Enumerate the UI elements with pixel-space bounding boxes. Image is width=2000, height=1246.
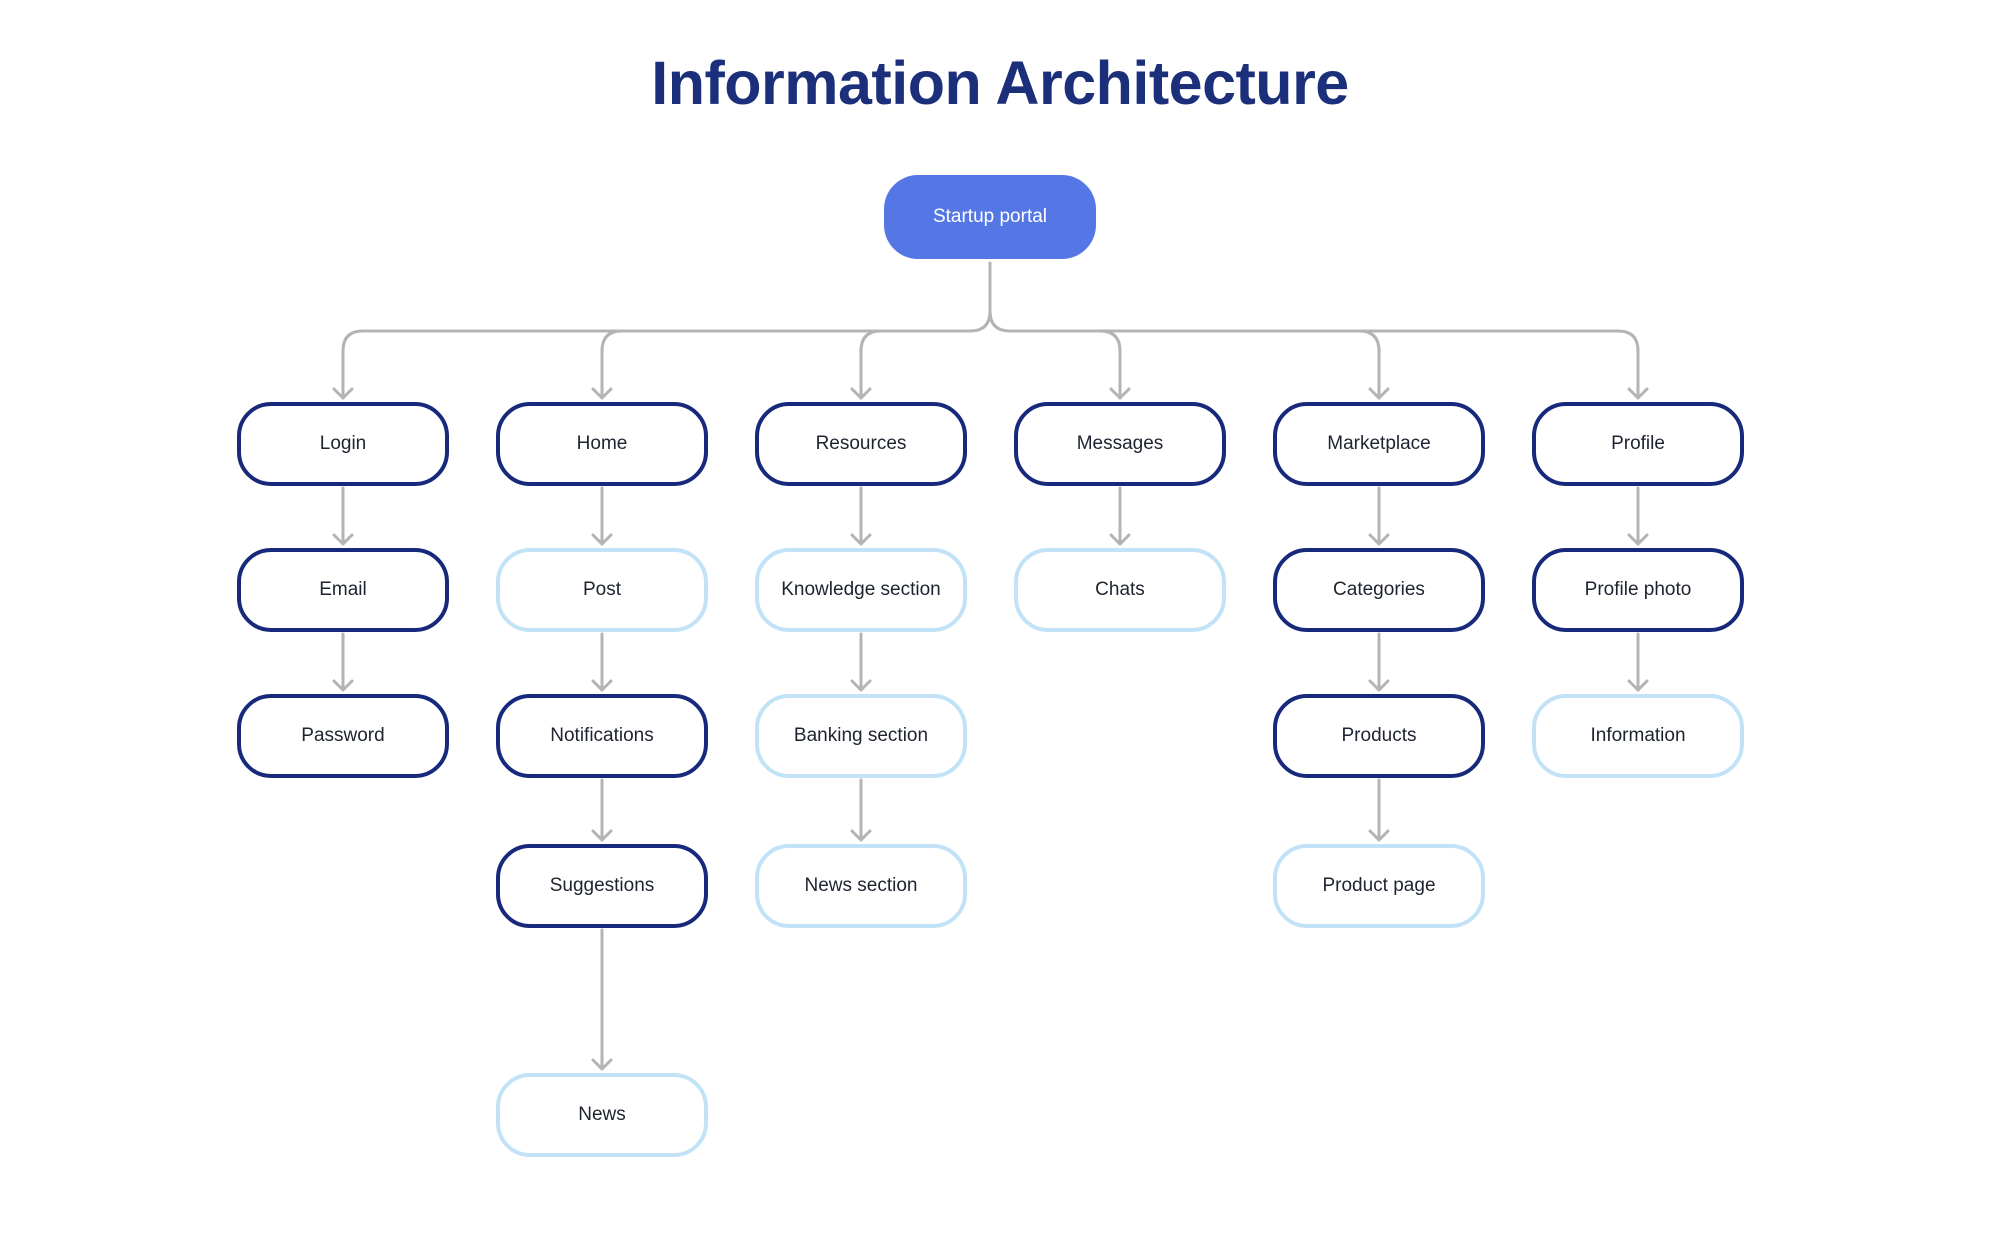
link-arrow-4-0 [1368, 533, 1390, 546]
node-login: Login [237, 402, 449, 486]
node-chats: Chats [1014, 548, 1226, 632]
node-product-page: Product page [1273, 844, 1485, 928]
node-news: News [496, 1073, 708, 1157]
link-arrow-1-2 [591, 829, 613, 842]
link-arrow-2-0 [850, 533, 872, 546]
node-suggestions: Suggestions [496, 844, 708, 928]
branch-arrow-5 [1627, 387, 1649, 400]
node-password: Password [237, 694, 449, 778]
branch-arrow-3 [1109, 387, 1131, 400]
node-notifications: Notifications [496, 694, 708, 778]
branch-connector-2 [859, 329, 883, 400]
link-arrow-1-0 [591, 533, 613, 546]
link-arrow-3-0 [1109, 533, 1131, 546]
branch-arrow-4 [1368, 387, 1390, 400]
link-arrow-2-2 [850, 829, 872, 842]
branch-connector-4 [1357, 329, 1381, 400]
node-resources: Resources [755, 402, 967, 486]
link-arrow-4-1 [1368, 679, 1390, 692]
bus-right-connector [988, 309, 1620, 333]
link-arrow-1-3 [591, 1058, 613, 1071]
link-arrow-4-2 [1368, 829, 1390, 842]
node-news-section: News section [755, 844, 967, 928]
link-arrow-0-1 [332, 679, 354, 692]
bus-left-connector [361, 309, 992, 333]
link-arrow-2-1 [850, 679, 872, 692]
node-post: Post [496, 548, 708, 632]
node-banking-section: Banking section [755, 694, 967, 778]
node-messages: Messages [1014, 402, 1226, 486]
branch-connector-1 [600, 329, 624, 400]
branch-arrow-1 [591, 387, 613, 400]
node-email: Email [237, 548, 449, 632]
node-home: Home [496, 402, 708, 486]
node-profile-photo: Profile photo [1532, 548, 1744, 632]
node-knowledge-section: Knowledge section [755, 548, 967, 632]
node-categories: Categories [1273, 548, 1485, 632]
branch-connector-5 [1616, 329, 1640, 400]
root-node-startup-portal: Startup portal [884, 175, 1096, 259]
link-arrow-1-1 [591, 679, 613, 692]
branch-arrow-0 [332, 387, 354, 400]
node-products: Products [1273, 694, 1485, 778]
node-profile: Profile [1532, 402, 1744, 486]
link-arrow-5-0 [1627, 533, 1649, 546]
node-information: Information [1532, 694, 1744, 778]
branch-connector-0 [341, 329, 365, 400]
link-arrow-5-1 [1627, 679, 1649, 692]
link-arrow-0-0 [332, 533, 354, 546]
node-marketplace: Marketplace [1273, 402, 1485, 486]
branch-connector-3 [1098, 329, 1122, 400]
page-title: Information Architecture [651, 49, 1349, 117]
branch-arrow-2 [850, 387, 872, 400]
